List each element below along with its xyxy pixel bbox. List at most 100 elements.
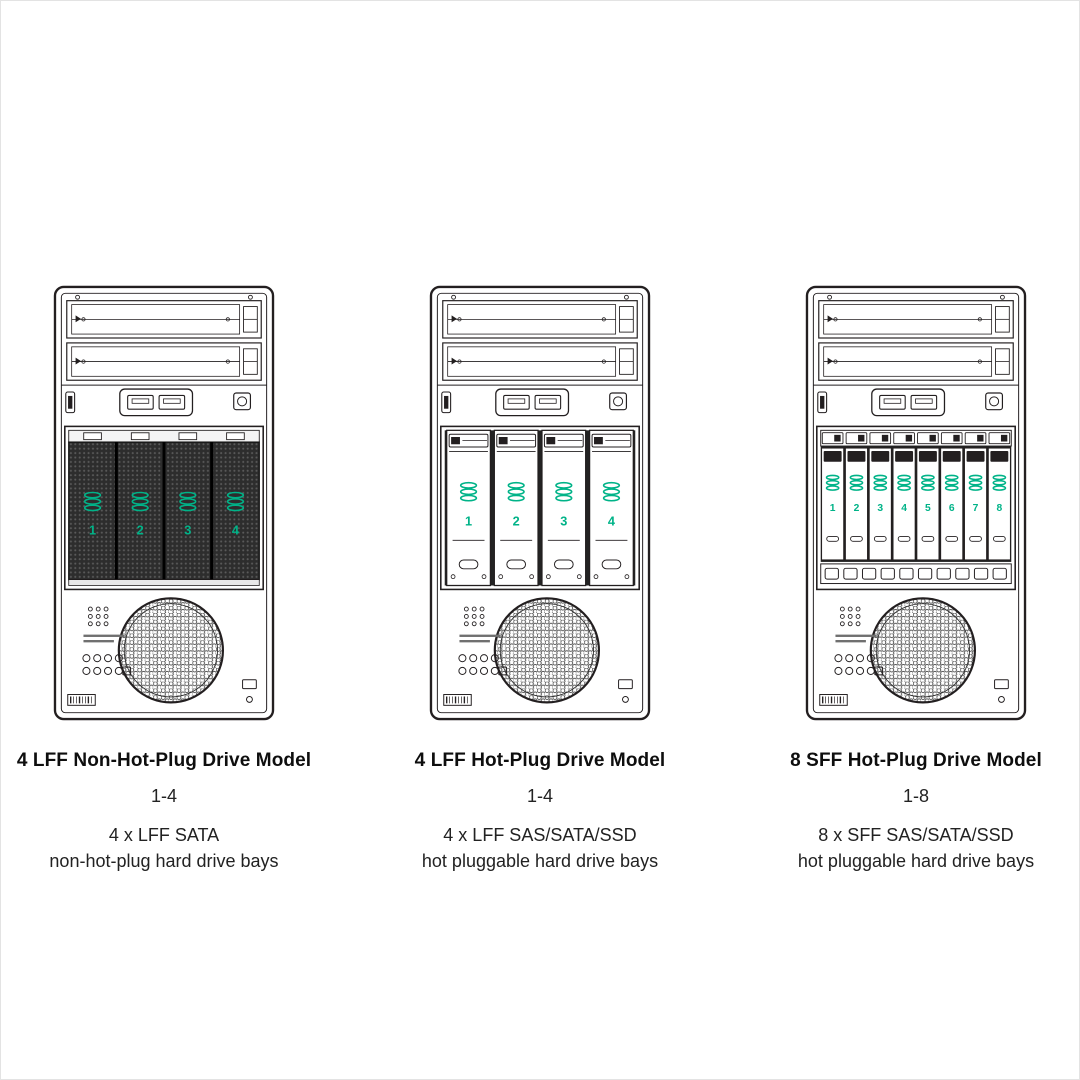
disk-stack-icon — [849, 485, 864, 491]
disk-stack-icon — [873, 485, 888, 491]
drive-number: 4 — [232, 522, 240, 537]
model-description: 4 x LFF SATA non-hot-plug hard drive bay… — [0, 822, 329, 874]
disk-stack-icon — [944, 479, 959, 486]
description-line-2: hot pluggable hard drive bays — [797, 851, 1035, 872]
disk-stack-icon — [873, 479, 888, 486]
media-bay-blank — [66, 300, 262, 339]
disk-stack-icon — [921, 474, 935, 481]
media-bay-blank — [818, 342, 1014, 381]
drive-bay-2: 2 — [844, 447, 869, 561]
disk-stack-icon — [825, 479, 840, 486]
chassis-screw — [622, 695, 629, 703]
disk-stack-icon — [226, 498, 245, 505]
disk-stack-icon — [555, 488, 573, 496]
disk-stack-icon — [459, 481, 478, 489]
drive-number: 3 — [560, 514, 567, 529]
disk-stack-icon — [507, 488, 525, 496]
disk-stack-icon — [825, 485, 840, 491]
disk-stack-icon — [131, 498, 149, 505]
drive-number: 1 — [465, 514, 472, 529]
disk-stack-icon — [459, 494, 478, 502]
front-button-cluster — [458, 654, 508, 676]
chassis-screw — [998, 695, 1005, 703]
media-bay-blank — [442, 300, 638, 339]
drive-number: 7 — [973, 503, 979, 514]
bay-range-label: 1-4 — [526, 786, 553, 806]
front-fan-grille — [493, 597, 601, 704]
drive-number: 6 — [949, 503, 955, 514]
disk-stack-icon — [992, 485, 1007, 491]
description-line-2: hot pluggable hard drive bays — [421, 851, 659, 872]
disk-stack-icon — [555, 481, 573, 489]
front-usb-ports — [495, 388, 570, 417]
media-bay-blank — [442, 342, 638, 381]
disk-stack-icon — [873, 474, 888, 481]
disk-stack-icon — [459, 488, 478, 496]
drive-bay-7: 7 — [963, 447, 988, 561]
drive-bay-1: 1 — [820, 447, 845, 561]
disk-stack-icon — [992, 479, 1007, 486]
serial-barcode-plate — [67, 694, 96, 706]
drive-bay-6: 6 — [940, 447, 964, 561]
drive-number: 8 — [996, 503, 1002, 514]
model-title: 4 LFF Non-Hot-Plug Drive Model — [16, 750, 312, 771]
disk-stack-icon — [179, 498, 197, 505]
serial-barcode-plate — [443, 694, 472, 706]
disk-stack-icon — [968, 485, 983, 491]
disk-stack-icon — [602, 481, 621, 489]
status-led-cluster — [87, 606, 109, 627]
disk-stack-icon — [921, 485, 935, 491]
power-button — [609, 392, 628, 411]
power-button — [233, 392, 252, 411]
drive-number: 1 — [89, 522, 96, 537]
drive-number: 3 — [877, 503, 883, 514]
micro-label-line — [83, 640, 114, 643]
micro-label-line — [83, 634, 125, 637]
chassis-fitting — [994, 679, 1009, 690]
models-row: 1 2 3 4 4 LFF Non-Hot-Plug Drive Model 1-4 … — [0, 283, 1080, 874]
serial-barcode-plate — [819, 694, 848, 706]
disk-stack-icon — [179, 504, 197, 512]
drive-number: 2 — [854, 503, 860, 514]
model-caption: 8 SFF Hot-Plug Drive Model 1-8 8 x SFF S… — [751, 750, 1080, 874]
disk-stack-icon — [179, 491, 197, 499]
disk-stack-icon — [897, 474, 911, 481]
front-button-cluster — [82, 654, 132, 676]
disk-stack-icon — [897, 485, 911, 491]
disk-stack-icon — [226, 491, 245, 499]
drive-number: 3 — [184, 522, 191, 537]
media-bay-blank — [66, 342, 262, 381]
model-caption: 4 LFF Hot-Plug Drive Model 1-4 4 x LFF S… — [375, 750, 705, 874]
micro-label-line — [459, 634, 501, 637]
status-led-cluster — [839, 606, 861, 627]
drive-bay-1: 1 — [446, 429, 492, 587]
disk-stack-icon — [849, 474, 864, 481]
power-button — [985, 392, 1004, 411]
description-line-1: 8 x SFF SAS/SATA/SSD — [818, 825, 1014, 845]
model-description: 4 x LFF SAS/SATA/SSD hot pluggable hard … — [375, 822, 705, 874]
model-figure-lff-hot-plug: 1 2 3 4 4 LFF Hot-Plug Drive Model 1-4 4 x … — [375, 283, 705, 874]
drive-bay-4: 4 — [588, 429, 634, 587]
model-caption: 4 LFF Non-Hot-Plug Drive Model 1-4 4 x L… — [0, 750, 329, 874]
disk-stack-icon — [602, 488, 621, 496]
disk-stack-icon — [921, 479, 935, 486]
front-button-cluster — [834, 654, 884, 676]
disk-stack-icon — [83, 504, 102, 512]
front-usb-ports — [119, 388, 194, 417]
chassis-screw — [246, 695, 253, 703]
disk-stack-icon — [897, 479, 911, 486]
drive-number: 1 — [830, 503, 836, 514]
drive-bay-1: 1 — [83, 491, 102, 537]
drive-number: 2 — [513, 514, 520, 529]
drive-bay-8: 8 — [987, 447, 1012, 561]
description-line-1: 4 x LFF SAS/SATA/SSD — [443, 825, 637, 845]
front-usb-ports — [871, 388, 946, 417]
micro-label-line — [835, 634, 877, 637]
disk-stack-icon — [944, 485, 959, 491]
disk-stack-icon — [507, 494, 525, 502]
